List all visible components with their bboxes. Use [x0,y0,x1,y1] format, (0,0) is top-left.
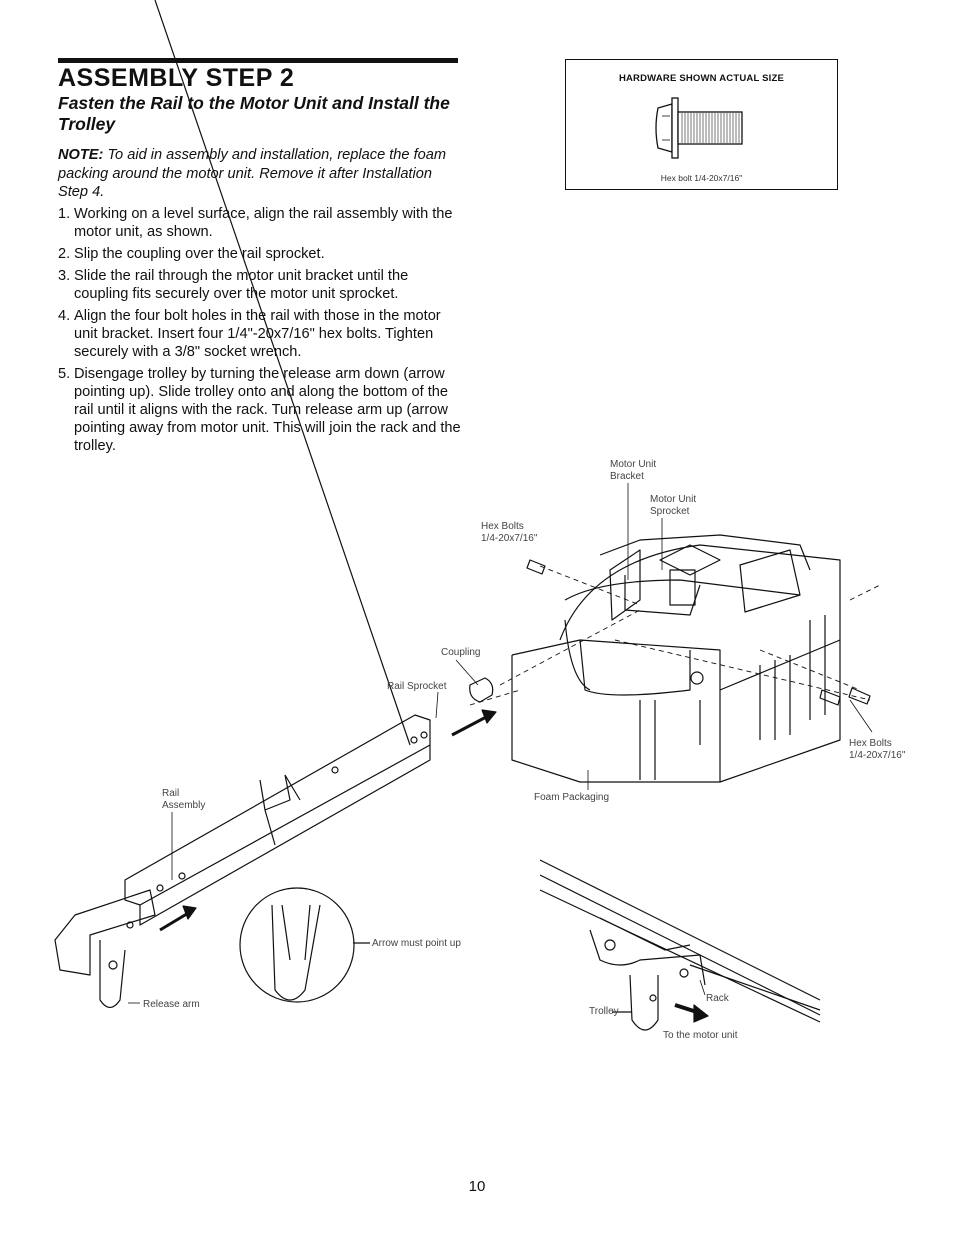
coupling-illustration [469,677,494,703]
instruction-step: 3.Slide the rail through the motor unit … [58,267,463,303]
step-number: 5. [58,365,71,382]
label-arrow-must-point-up: Arrow must point up [372,938,461,949]
step-text: Disengage trolley by turning the release… [74,365,461,455]
label-foam-packaging: Foam Packaging [534,792,610,803]
hex-bolt-icon [655,97,743,159]
step-text: Slip the coupling over the rail sprocket… [74,245,325,262]
label-coupling: Coupling [441,647,481,658]
step-number: 2. [58,245,71,262]
step-number: 4. [58,307,71,324]
hardware-caption: Hex bolt 1/4-20x7/16" [660,173,743,183]
step-text: Align the four bolt holes in the rail wi… [74,307,441,360]
instruction-list: 1.Working on a level surface, align the … [58,205,463,459]
step-number: 3. [58,267,71,284]
step-text: Working on a level surface, align the ra… [74,206,453,241]
motor-unit-illustration [511,534,841,783]
label-to-the-motor-unit: To the motor unit [663,1030,738,1041]
page-title: ASSEMBLY STEP 2 [58,64,295,92]
detail-circle [239,887,355,1003]
page-subtitle: Fasten the Rail to the Motor Unit and In… [58,93,450,134]
rail-assembly-illustration [124,0,431,926]
label-trolley: Trolley [589,1006,619,1017]
instruction-step: 1.Working on a level surface, align the … [58,205,463,241]
trolley-left-illustration [54,889,156,1009]
hardware-title: HARDWARE SHOWN ACTUAL SIZE [618,73,785,84]
instruction-step: 2.Slip the coupling over the rail sprock… [58,245,463,263]
instruction-step: 5.Disengage trolley by turning the relea… [58,365,463,456]
hex-bolts-illustration [526,559,871,706]
title-rule [58,58,458,63]
label-rail-sprocket: Rail Sprocket [387,681,447,692]
label-release-arm: Release arm [143,999,200,1010]
note-label: NOTE: [58,147,104,163]
step-number: 1. [58,206,71,222]
page-number: 10 [468,1178,486,1195]
hardware-box: HARDWARE SHOWN ACTUAL SIZE Hex bolt 1/4-… [565,59,838,190]
trolley-right-illustration [539,859,821,1031]
note-text: To aid in assembly and installation, rep… [58,147,447,200]
label-rack: Rack [706,993,729,1004]
instruction-step: 4.Align the four bolt holes in the rail … [58,307,463,362]
step-text: Slide the rail through the motor unit br… [74,267,409,302]
note-paragraph: NOTE: To aid in assembly and installatio… [58,146,448,202]
